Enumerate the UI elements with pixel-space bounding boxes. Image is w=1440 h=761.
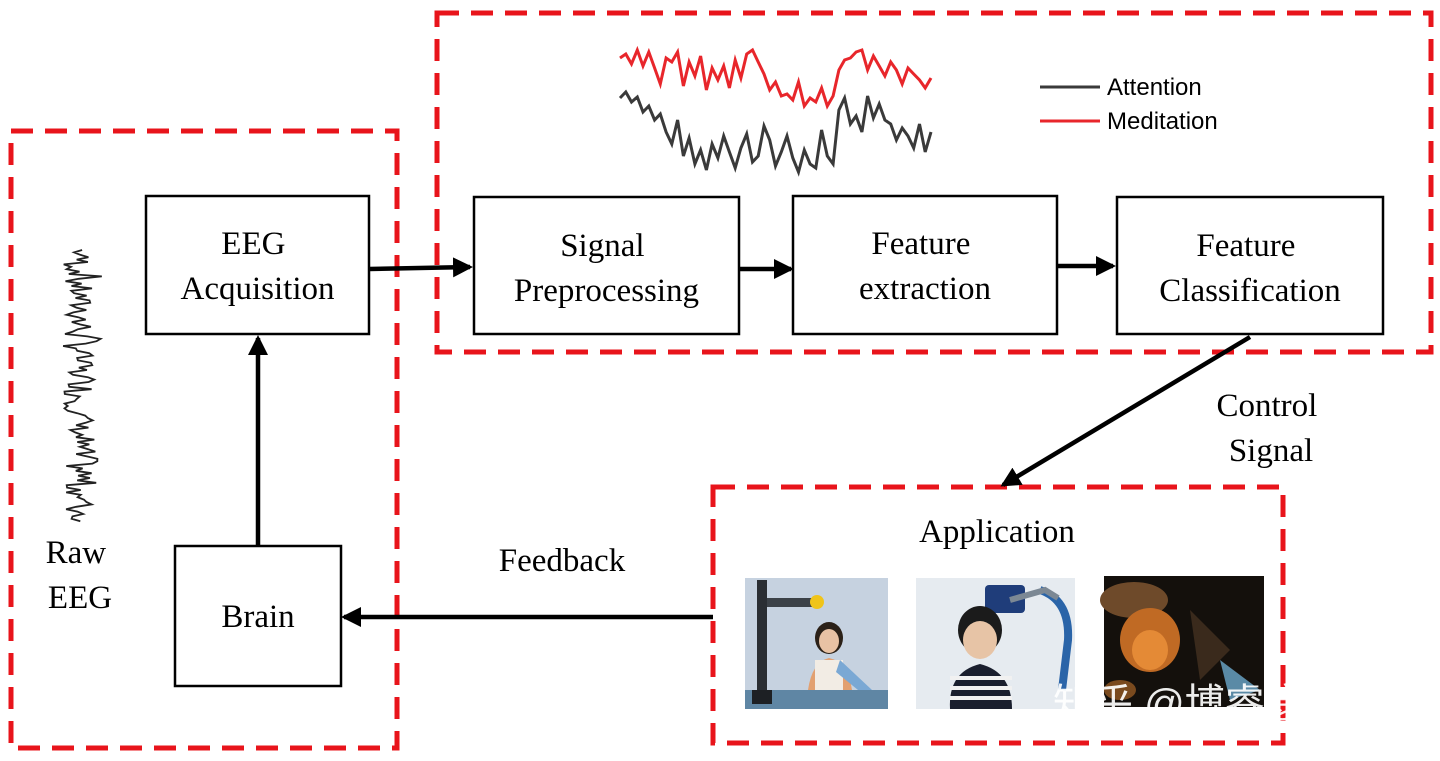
eeg-acquisition-label: EEG Acquisition (181, 226, 335, 307)
application-group-frame (710, 484, 1286, 746)
legend-attention-label: Attention (1107, 74, 1202, 101)
attention-signal-line (618, 89, 933, 177)
application-photo-vr-scene (1100, 576, 1264, 707)
application-photo-eeg-cap (916, 578, 1075, 709)
meditation-signal-line (619, 45, 933, 110)
feature-classification-box: Feature Classification (1115, 195, 1385, 336)
arrow-acquisition-to-preprocessing (368, 257, 473, 278)
application-photo-robotic-arm (745, 578, 888, 709)
raw-eeg-waveform (62, 249, 104, 523)
feature-classification-label: Feature Classification (1159, 228, 1340, 309)
eeg-acquisition-box: EEG Acquisition (144, 194, 371, 336)
signal-preprocessing-label: Signal Preprocessing (514, 228, 699, 309)
signal-preprocessing-box: Signal Preprocessing (472, 195, 741, 336)
processing-group-frame (434, 10, 1434, 355)
signal-legend: Attention Meditation (1040, 74, 1218, 135)
feature-extraction-label: Feature extraction (859, 226, 991, 307)
brain-box: Brain (173, 544, 343, 688)
feature-extraction-box: Feature extraction (791, 194, 1059, 336)
raw-eeg-label: Raw EEG (46, 535, 115, 616)
legend-meditation-label: Meditation (1107, 108, 1218, 135)
acquisition-group-frame (8, 128, 400, 751)
application-label: Application (919, 514, 1075, 550)
watermark-text: 知乎 @博睿康科技 (1053, 682, 1385, 726)
brain-label: Brain (221, 599, 294, 635)
arrow-classification-to-application (1000, 335, 1252, 487)
control-signal-label: Control Signal (1216, 388, 1325, 469)
feedback-label: Feedback (499, 543, 626, 579)
